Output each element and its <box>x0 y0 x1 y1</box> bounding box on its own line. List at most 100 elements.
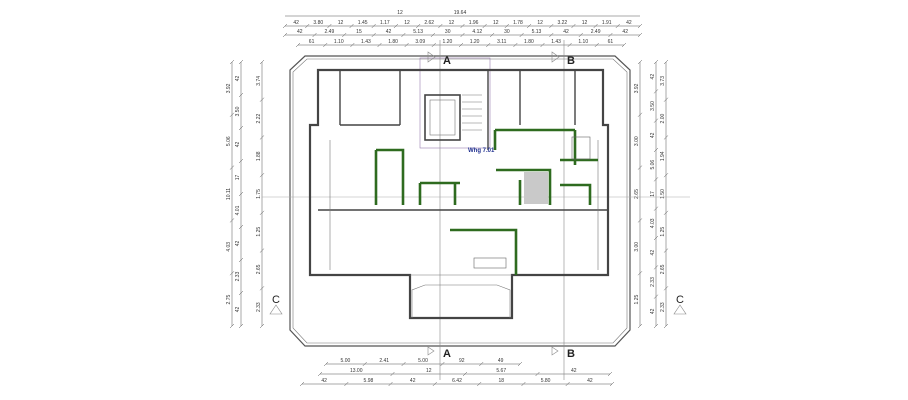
dimension-label: 42 <box>622 29 628 35</box>
dimension-label: 1.43 <box>551 39 561 45</box>
dimension-label: 4.03 <box>650 218 656 228</box>
dimension-line <box>653 89 659 94</box>
section-marker-b-top: B <box>551 51 575 67</box>
dimension-label: 12 <box>338 20 344 26</box>
dimension-label: 2.62 <box>424 20 434 26</box>
dimension-label: 42 <box>235 142 241 148</box>
dimension-label: 18 <box>499 378 505 384</box>
dimension-label: 2.00 <box>660 113 666 123</box>
dimension-label: 42 <box>235 76 241 82</box>
dimension-line <box>323 361 329 367</box>
dimension-line <box>377 42 382 48</box>
dimension-label: 10.11 <box>226 188 232 200</box>
dimension-label: 42 <box>235 307 241 313</box>
dimension-label: 42 <box>410 378 416 384</box>
dimension-label: 61 <box>608 39 614 45</box>
dimension-label: 1.88 <box>256 151 262 161</box>
dimension-line <box>637 323 643 329</box>
dimension-label: 30 <box>445 29 451 35</box>
dimension-line <box>259 59 265 65</box>
shaft-area <box>524 172 548 204</box>
dimension-line <box>259 172 265 178</box>
dimension-label: 3.92 <box>634 83 640 93</box>
dimension-label: 2.22 <box>256 113 262 123</box>
exterior-walls <box>308 68 610 320</box>
section-marker-b-bottom: B <box>551 346 575 360</box>
dimension-line <box>390 371 395 377</box>
slab-outline <box>289 55 631 347</box>
dimension-line <box>238 191 244 197</box>
dimension-label: 1.25 <box>660 227 666 237</box>
dimension-line <box>637 23 643 29</box>
dimension-line <box>663 210 669 216</box>
svg-text:A: A <box>443 55 451 67</box>
dimension-line <box>432 381 438 387</box>
dimension-line <box>637 112 643 117</box>
dimension-line <box>238 323 244 329</box>
dimension-line <box>327 23 332 29</box>
dimension-label: 5.98 <box>364 378 374 384</box>
dimension-line <box>462 371 468 377</box>
dimension-line <box>519 32 524 38</box>
dimension-line <box>404 42 409 48</box>
dimension-line <box>571 23 576 29</box>
dimension-line <box>615 23 620 29</box>
dimension-label: 1.25 <box>634 295 640 305</box>
dimension-line <box>415 23 421 29</box>
dimension-label: 5.13 <box>413 29 423 35</box>
dimension-label: 42 <box>587 378 593 384</box>
dimension-line <box>485 42 491 48</box>
dimension-label: 1.75 <box>256 189 262 199</box>
dimension-label: 1.45 <box>358 20 368 26</box>
dimension-label: 30 <box>504 29 510 35</box>
dimension-line <box>460 32 465 38</box>
dimension-label: 3.22 <box>557 20 567 26</box>
dimension-line <box>637 165 643 170</box>
dimension-line <box>513 42 518 48</box>
dimension-label: 15 <box>356 29 362 35</box>
svg-text:B: B <box>567 348 575 360</box>
dimension-line <box>259 248 265 253</box>
dimension-line <box>371 23 376 29</box>
flat-label: Whg 7.01 <box>468 148 495 154</box>
dimension-label: 5.80 <box>541 378 551 384</box>
dimension-label: 1.80 <box>388 39 398 45</box>
dimension-label: 1.78 <box>513 20 523 26</box>
dimension-line <box>653 147 659 153</box>
dimension-label: 2.49 <box>591 29 601 35</box>
dimension-line <box>431 42 437 48</box>
dimension-line <box>476 381 482 387</box>
dimension-line <box>594 42 600 48</box>
dimension-label: 3.74 <box>256 76 262 86</box>
dimension-line <box>229 112 235 117</box>
dimension-line <box>317 371 323 377</box>
dimension-line <box>663 97 669 102</box>
dimension-label: 6.42 <box>452 378 462 384</box>
dimension-line <box>401 361 406 367</box>
dimension-label: 42 <box>650 74 656 80</box>
dimension-line <box>653 265 659 270</box>
dimension-label: 42 <box>321 378 327 384</box>
dimension-label: 2.33 <box>660 302 666 312</box>
dimension-label: 4.03 <box>226 242 232 252</box>
bath-fixture <box>571 136 591 160</box>
dimension-label: 3.50 <box>650 101 656 111</box>
dimension-line <box>663 248 669 253</box>
dimension-line <box>393 23 399 29</box>
dimension-label: 1.17 <box>380 20 390 26</box>
dimension-label: 1.50 <box>660 189 666 199</box>
section-marker-c-right: C <box>673 294 687 315</box>
dimension-line <box>238 290 244 296</box>
dimension-line <box>565 381 570 387</box>
dimension-line <box>388 381 393 387</box>
dimension-label: 3.80 <box>313 20 323 26</box>
dimension-label: 1.10 <box>334 39 344 45</box>
dimension-label: 12 <box>404 20 410 26</box>
dimension-line <box>653 118 659 123</box>
dimension-line <box>578 32 584 38</box>
dimension-label: 1.25 <box>256 227 262 237</box>
dimension-line <box>460 23 465 29</box>
dimension-line <box>517 361 523 367</box>
